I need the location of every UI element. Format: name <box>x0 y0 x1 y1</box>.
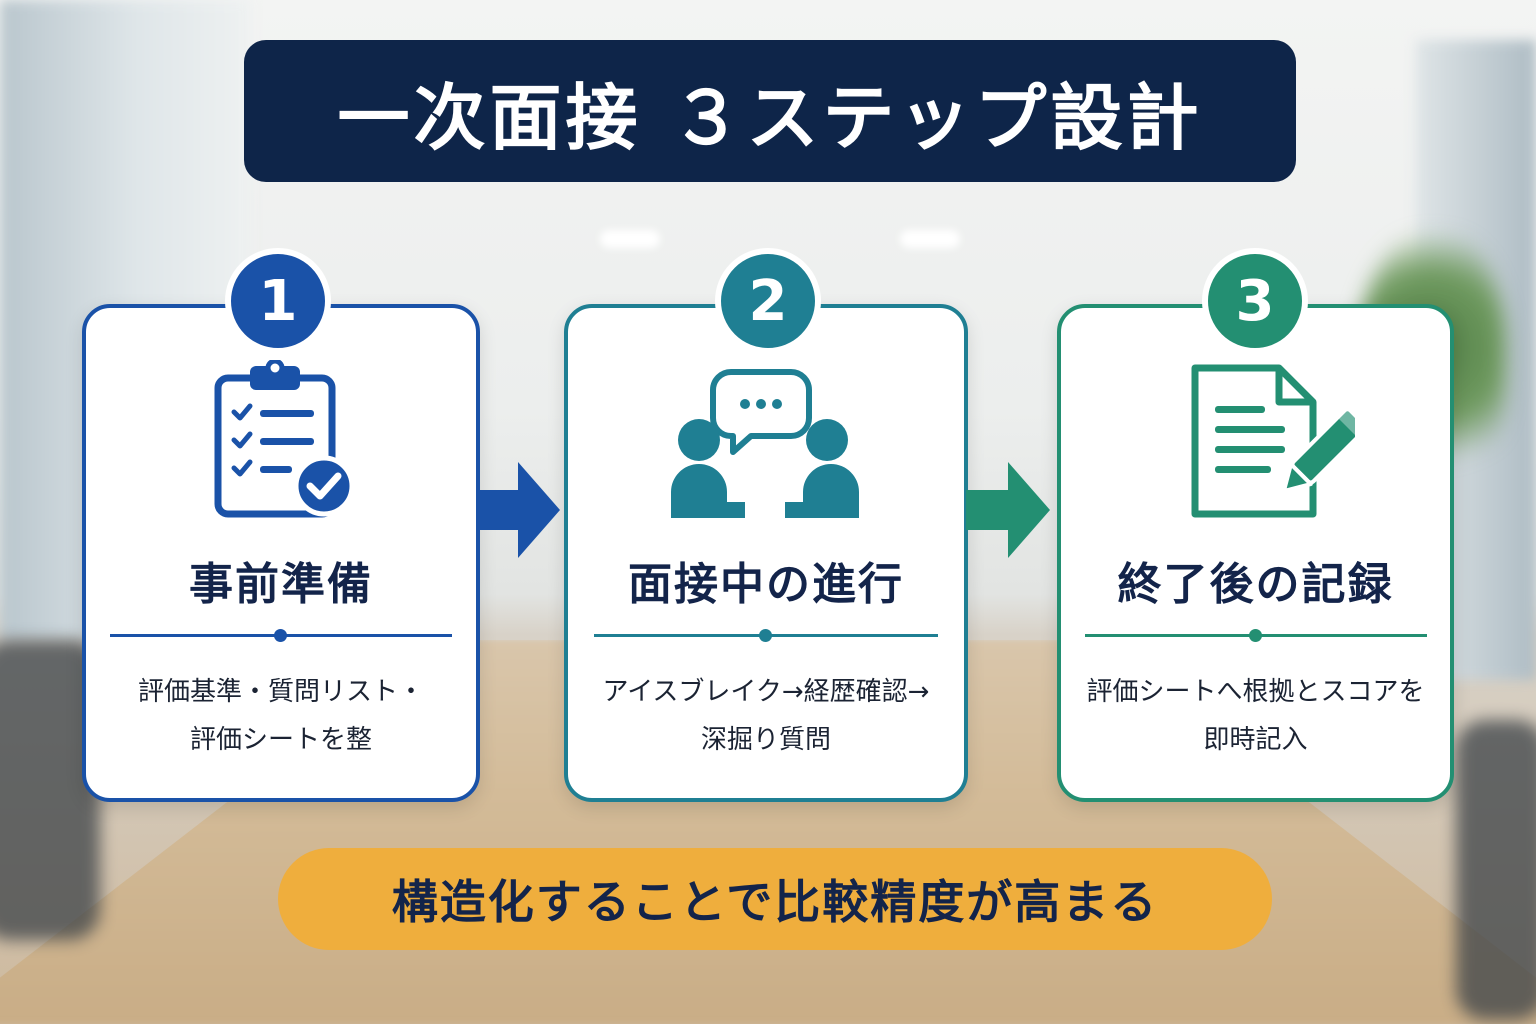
step-description-line: 評価シートを整 <box>189 725 372 755</box>
step-description-line: 評価シートへ根拠とスコアを <box>1086 677 1425 707</box>
step-description-line: アイスブレイク→経歴確認→ <box>602 677 930 707</box>
step-description-line: 深掘り質問 <box>700 725 831 755</box>
step-number-badge-2: 2 <box>715 248 821 354</box>
step-heading-2: 面接中の進行 <box>628 559 904 610</box>
step-heading-3: 終了後の記録 <box>1117 559 1394 610</box>
step-description-3: 評価シートへ根拠とスコアを 即時記入 <box>1061 666 1450 766</box>
document-pen-icon <box>1191 364 1355 518</box>
background-chair-right <box>1456 720 1536 1020</box>
ceiling-light <box>600 230 660 248</box>
page-title: 一次面接 ３ステップ設計 <box>244 40 1296 182</box>
step-divider-dot-3 <box>1249 629 1262 642</box>
conversation-icon <box>671 369 859 518</box>
arrow-right-icon <box>476 462 560 558</box>
arrow-right-icon <box>966 462 1050 558</box>
step-description-line: 即時記入 <box>1203 725 1308 755</box>
step-description-line: 評価基準・質問リスト・ <box>137 677 424 707</box>
step-description-1: 評価基準・質問リスト・ 評価シートを整 <box>86 666 476 766</box>
step-heading-1: 事前準備 <box>189 559 373 610</box>
step-description-2: アイスブレイク→経歴確認→ 深掘り質問 <box>568 666 964 766</box>
clipboard-check-icon <box>214 360 355 518</box>
step-number-badge-1: 1 <box>225 248 331 354</box>
step-card-2 <box>564 304 968 802</box>
summary-banner: 構造化することで比較精度が高まる <box>278 848 1272 950</box>
step-number-badge-3: 3 <box>1202 248 1308 354</box>
ceiling-light <box>900 230 960 248</box>
step-card-3 <box>1057 304 1454 802</box>
step-divider-dot-1 <box>274 629 287 642</box>
step-divider-dot-2 <box>759 629 772 642</box>
